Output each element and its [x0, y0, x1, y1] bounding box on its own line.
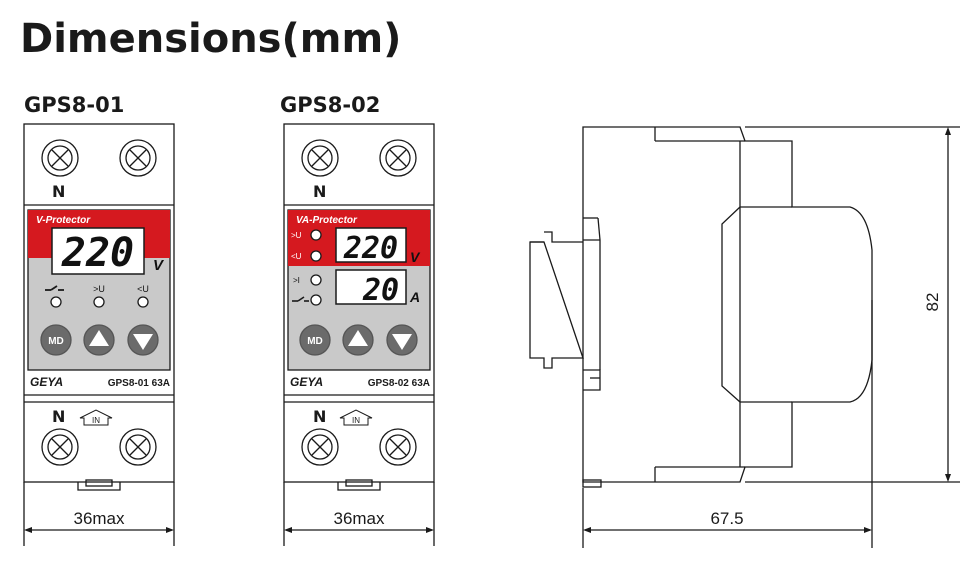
screw-terminal-icon [41, 428, 79, 466]
side-view-outline [582, 126, 873, 483]
side-view: 67.5 82 [529, 126, 960, 548]
up-arrow-icon [348, 330, 368, 346]
in-arrow-icon: IN [339, 409, 373, 426]
device-1-indicator-label: <U [137, 284, 149, 294]
device-2-current-value: 20 [362, 273, 399, 308]
din-clip [77, 482, 121, 491]
device-2-voltage-unit: V [410, 249, 421, 265]
device-1-body [23, 123, 175, 483]
device-2-body [283, 123, 435, 483]
device-2-indicator-label: >U [291, 231, 302, 240]
led-icon [310, 250, 322, 262]
led-icon [310, 229, 322, 241]
device-2-width-label: 36max [333, 509, 385, 528]
screw-terminal-icon [119, 139, 157, 177]
device-2-model: GPS8-02 [280, 93, 380, 117]
md-button-label: MD [48, 336, 64, 347]
led-icon [310, 294, 322, 306]
down-arrow-icon [392, 334, 412, 350]
device-1-indicator-label: >U [93, 284, 105, 294]
device-2-indicator-label: <U [291, 252, 302, 261]
device-2-voltage-display [335, 227, 407, 263]
device-gps8-01: GPS8-01 N V-Protector 220 V >U <U [23, 93, 175, 546]
device-1-banner-text: V-Protector [36, 215, 91, 226]
md-button[interactable]: MD [40, 324, 72, 356]
device-2-bottom-n-label: N [313, 407, 326, 426]
device-2-banner-text: VA-Protector [296, 215, 358, 226]
device-2-voltage-value: 220 [343, 231, 398, 266]
screw-terminal-icon [119, 428, 157, 466]
md-button-label: MD [307, 336, 323, 347]
brand-logo: GEYA [290, 375, 323, 389]
device-1-width-label: 36max [73, 509, 125, 528]
in-arrow-icon: IN [79, 409, 113, 426]
led-icon [50, 296, 62, 308]
device-1-rating: GPS8-01 63A [108, 378, 170, 389]
switch-icon [292, 296, 309, 302]
screw-terminal-icon [379, 139, 417, 177]
device-1-bottom-n-label: N [52, 407, 65, 426]
din-clip [337, 482, 381, 491]
page-title: Dimensions(mm) [20, 16, 401, 62]
device-2-in-label: IN [352, 416, 360, 425]
device-1-top-n-label: N [52, 182, 65, 201]
device-1-display-unit: V [153, 257, 165, 274]
device-2-current-unit: A [409, 289, 420, 305]
screw-terminal-icon [301, 139, 339, 177]
up-button[interactable] [83, 324, 115, 356]
down-button[interactable] [386, 324, 418, 356]
led-icon [93, 296, 105, 308]
led-icon [137, 296, 149, 308]
down-button[interactable] [127, 324, 159, 356]
device-2-current-display [335, 269, 407, 305]
led-icon [310, 274, 322, 286]
device-1-display [51, 227, 145, 275]
up-arrow-icon [89, 330, 109, 346]
device-gps8-02: GPS8-02 N VA-Protector >U <U >I 22 [280, 93, 435, 546]
brand-logo: GEYA [30, 375, 63, 389]
md-button[interactable]: MD [299, 324, 331, 356]
down-arrow-icon [133, 334, 153, 350]
device-2-rating: GPS8-02 63A [368, 378, 430, 389]
height-label: 82 [923, 293, 942, 312]
screw-terminal-icon [41, 139, 79, 177]
device-1-model: GPS8-01 [24, 93, 124, 117]
device-1-display-value: 220 [61, 230, 134, 276]
screw-terminal-icon [379, 428, 417, 466]
device-2-indicator-label: >I [293, 276, 300, 285]
depth-label: 67.5 [710, 509, 743, 528]
device-1-in-label: IN [92, 416, 100, 425]
device-2-top-n-label: N [313, 182, 326, 201]
switch-icon [45, 285, 64, 291]
screw-terminal-icon [301, 428, 339, 466]
up-button[interactable] [342, 324, 374, 356]
din-rail [529, 231, 584, 369]
